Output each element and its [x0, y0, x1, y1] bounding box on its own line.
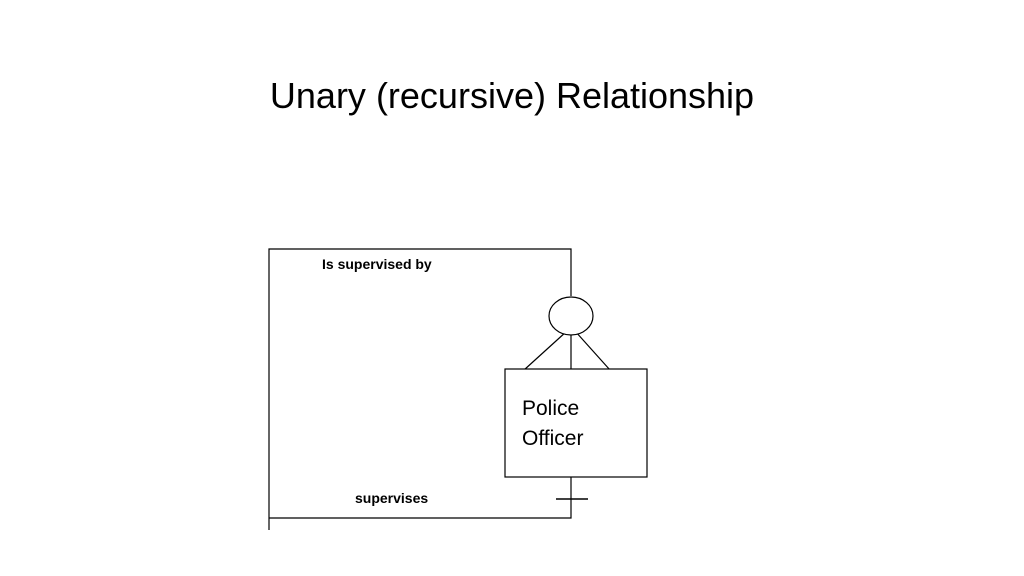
supervises-connector	[269, 477, 588, 519]
crows-foot-lines	[523, 330, 611, 371]
entity-box	[504, 368, 648, 478]
entity-label-line2: Officer	[522, 427, 584, 450]
label-is-supervised-by: Is supervised by	[322, 256, 432, 272]
entity-label: Police Officer	[505, 394, 647, 454]
relationship-ellipse	[548, 296, 594, 336]
is-supervised-by-connector	[268, 248, 572, 530]
label-supervises: supervises	[355, 490, 429, 506]
entity-label-line1: Police	[522, 397, 580, 420]
page-title: Unary (recursive) Relationship	[269, 75, 755, 116]
